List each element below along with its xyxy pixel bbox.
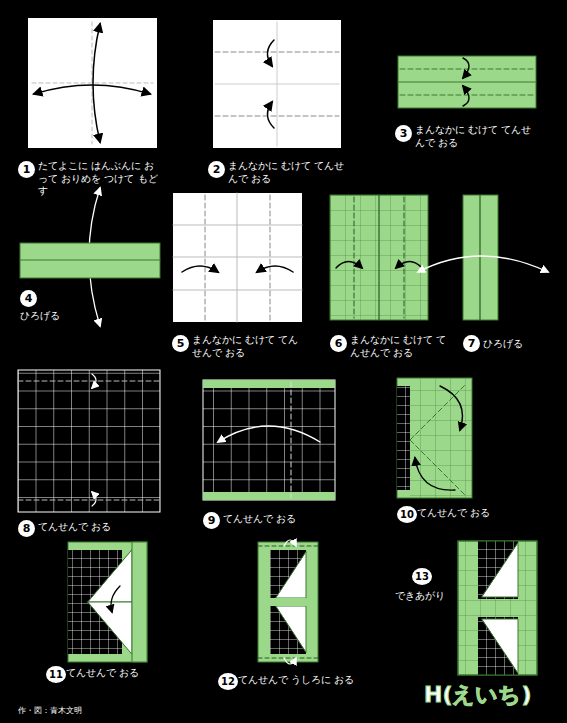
step-number: 11: [46, 666, 66, 683]
step-caption: ひろげる: [20, 310, 110, 323]
diagram-title: H(えいち): [424, 680, 532, 710]
step-caption: まんなかに むけて てんせんで おる: [350, 334, 455, 359]
step-caption: てんせんで おる: [223, 513, 333, 526]
step-caption: てんせんで おる: [38, 521, 158, 534]
step-number: 6: [330, 335, 347, 352]
step-number: 13: [412, 568, 432, 585]
step-number: 5: [172, 335, 189, 352]
step-caption: ひろげる: [483, 338, 553, 351]
step-caption: たてよこに はんぶんに おって おりめを つけて もどす: [38, 160, 163, 198]
step-caption: まんなかに むけて てんせんで おる: [415, 124, 540, 149]
step-caption: できあがり: [395, 590, 455, 603]
step-number: 1: [18, 161, 35, 178]
credit-note: 作・図：青木文明: [18, 706, 82, 716]
step-number: 2: [208, 161, 225, 178]
step-caption: まんなかに むけて てんせんで おる: [192, 334, 302, 359]
step-caption: てんせんで うしろに おる: [238, 674, 398, 687]
step-caption: てんせんで おる: [417, 507, 517, 520]
step-number: 9: [203, 512, 220, 529]
step-number: 3: [395, 125, 412, 142]
step-number: 7: [463, 335, 480, 352]
step-number: 8: [18, 520, 35, 537]
step-caption: てんせんで おる: [66, 667, 166, 680]
step-number: 10: [397, 506, 417, 523]
step-number: 4: [20, 290, 37, 307]
step-caption: まんなかに むけて てんせんで おる: [228, 160, 348, 185]
step-number: 12: [218, 673, 238, 690]
